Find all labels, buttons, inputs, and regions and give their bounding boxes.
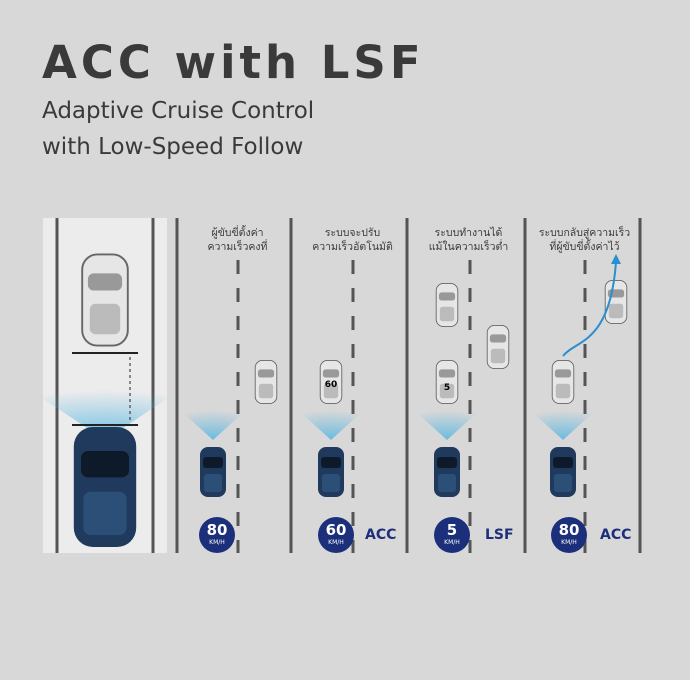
mode-label: ACC [600, 527, 632, 543]
lane-change-arrow [562, 261, 617, 357]
lead-speed-label: 5 [444, 383, 450, 393]
subtitle-line-2: with Low-Speed Follow [42, 134, 304, 160]
step-caption: ระบบจะปรับความเร็วอัตโนมัติ [312, 227, 393, 253]
sensor-beam [30, 390, 180, 440]
subtitle-line-1: Adaptive Cruise Control [42, 98, 315, 124]
ego-car [73, 427, 137, 547]
lead-car [81, 253, 129, 347]
step-caption: ผู้ขับขี่ตั้งค่าความเร็วคงที่ [207, 227, 268, 253]
step-caption: ระบบกลับสู่ความเร็วที่ผู้ขับขี่ตั้งค่าไว… [538, 227, 631, 253]
mode-label: LSF [485, 527, 514, 543]
step-caption: ระบบทำงานได้แม้ในความเร็วต่ำ [428, 227, 509, 253]
mode-label: ACC [365, 527, 397, 543]
lead-speed-label: 60 [325, 380, 338, 390]
page-title: ACC with LSF [42, 36, 425, 89]
